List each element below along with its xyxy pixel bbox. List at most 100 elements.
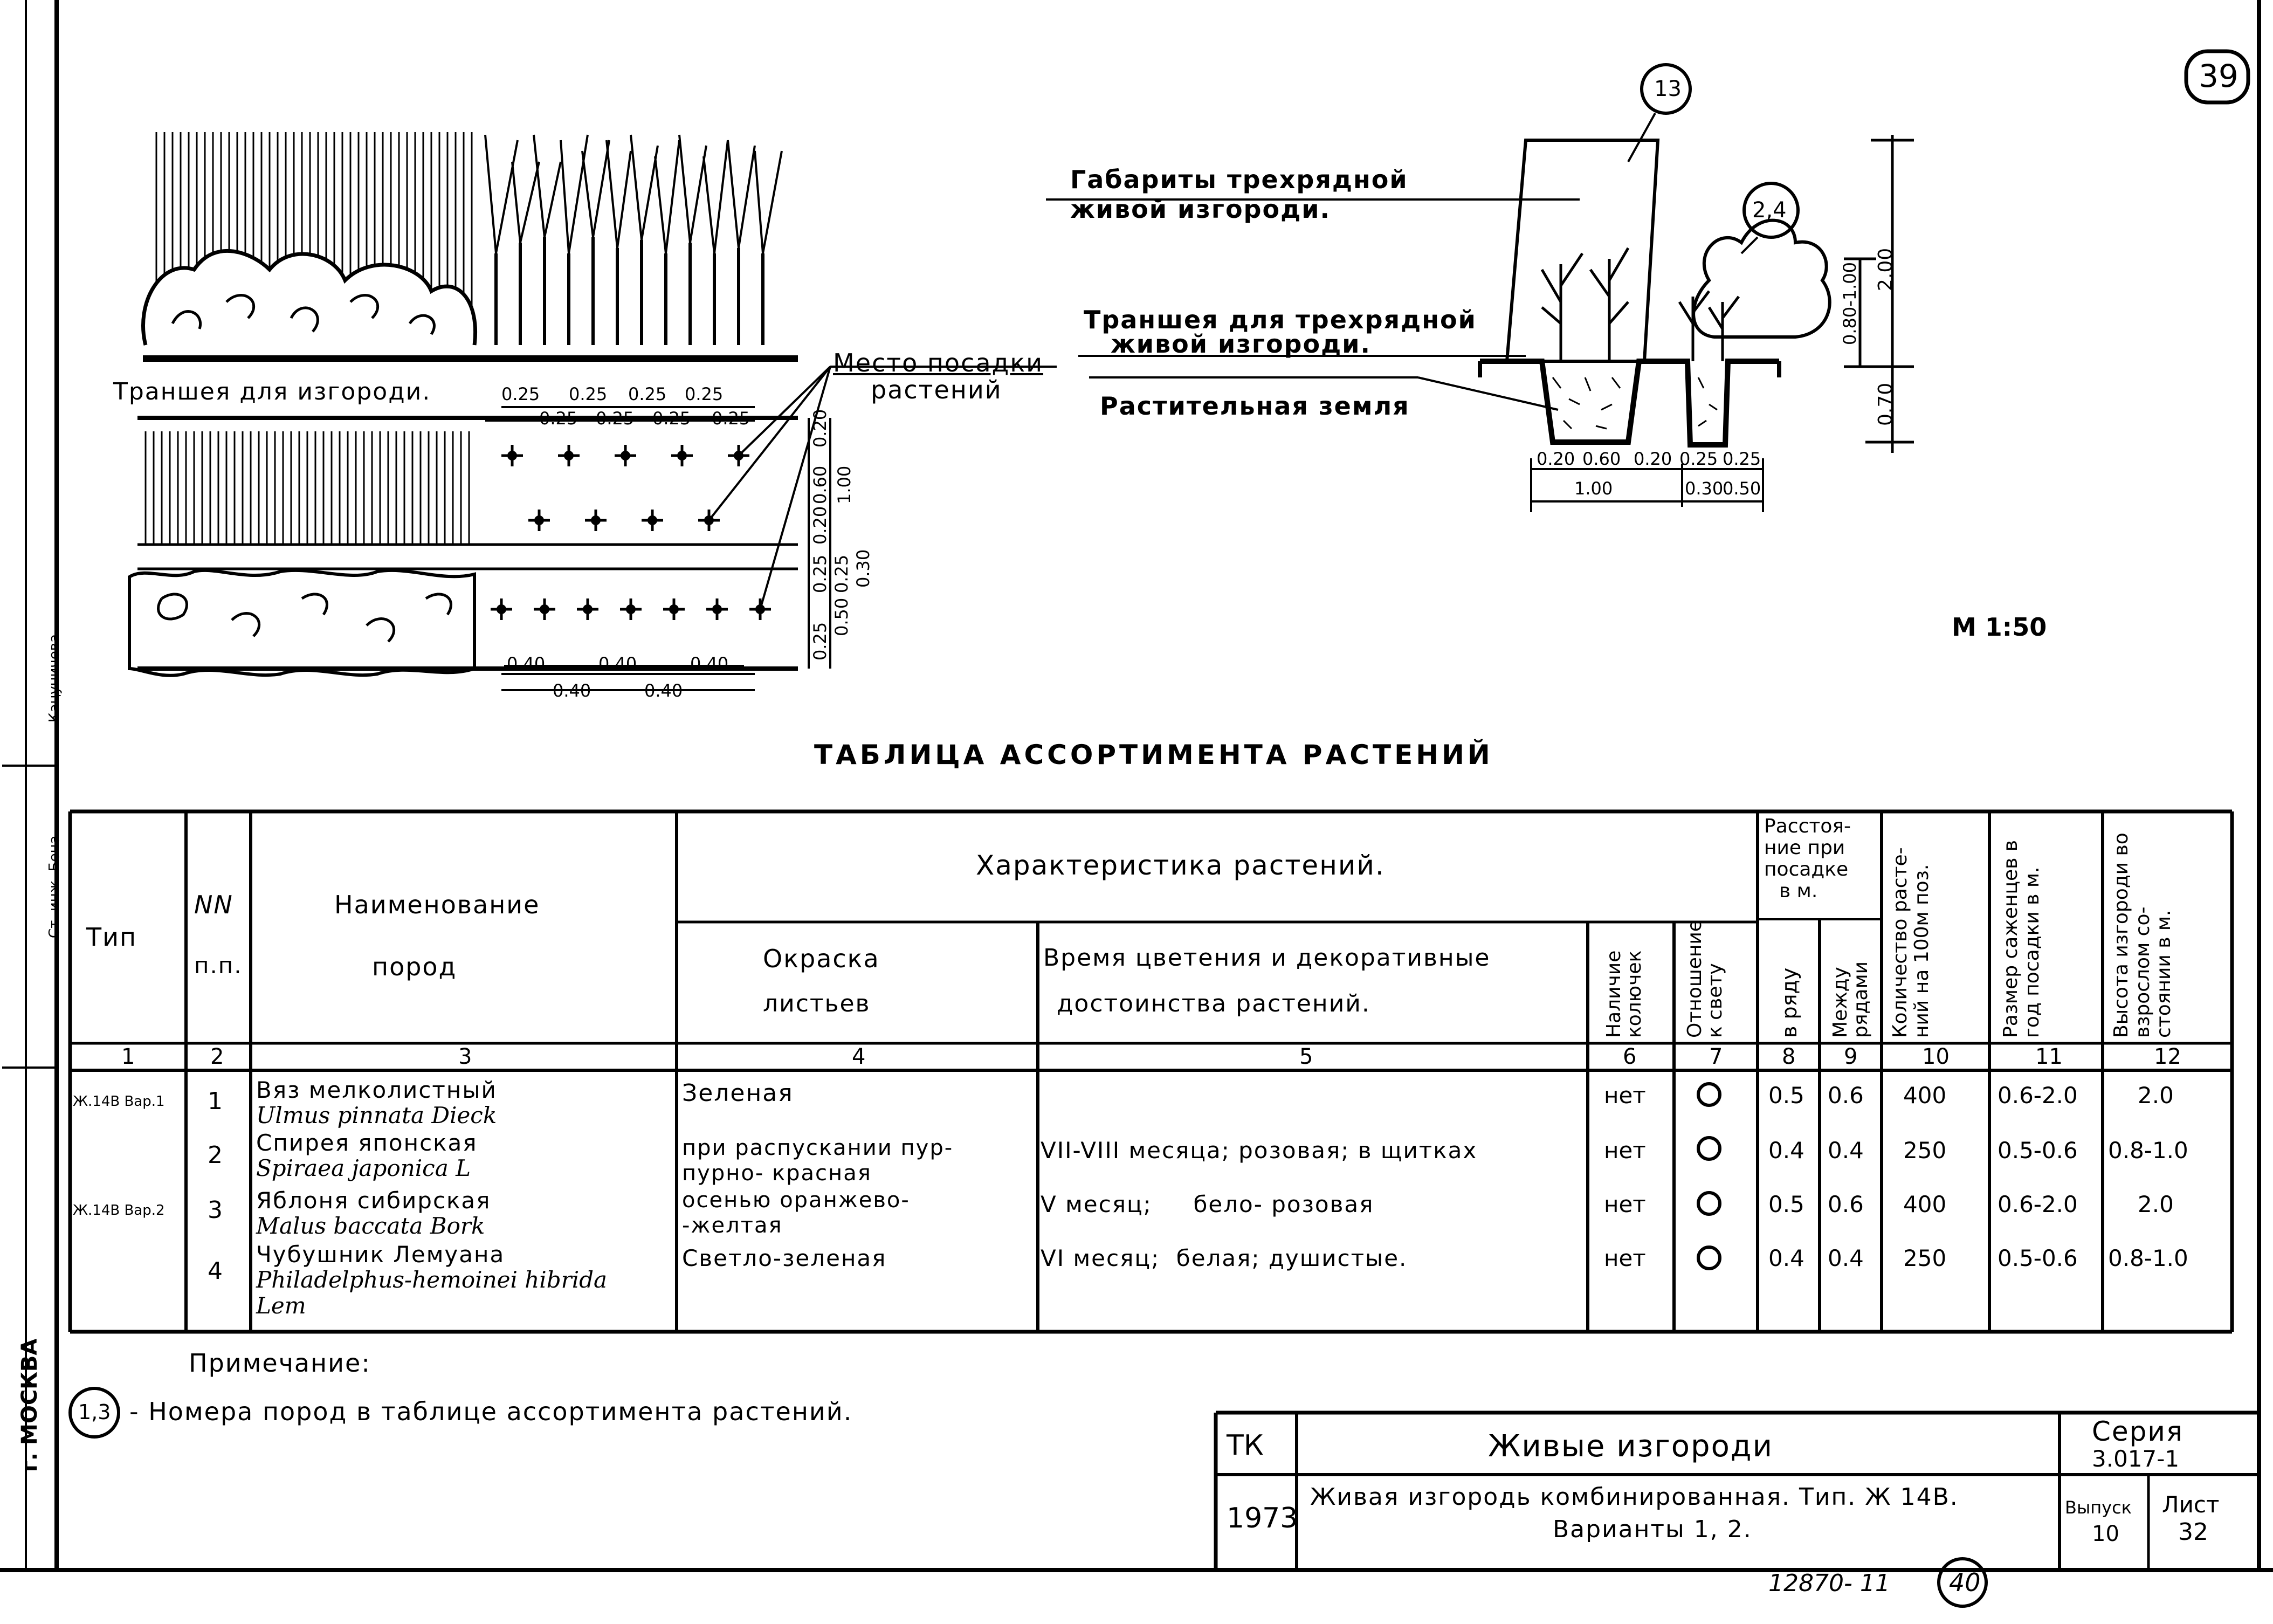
row-color: при распускании пур- bbox=[682, 1136, 954, 1160]
dim-label: 0.25 bbox=[810, 622, 830, 660]
row-color: Светло-зеленая bbox=[682, 1245, 887, 1271]
stamp-upper: Кацуничева bbox=[46, 634, 63, 722]
header-distance-4: в м. bbox=[1779, 880, 1818, 902]
row-size: 0.6-2.0 bbox=[1998, 1082, 2078, 1109]
table-title: ТАБЛИЦА АССОРТИМЕНТА РАСТЕНИЙ bbox=[814, 739, 1493, 770]
dim-label: 0.40 bbox=[553, 680, 591, 701]
row-color-2: пурно- красная bbox=[682, 1161, 872, 1186]
label-trench-three-1: Траншея для трехрядной bbox=[1084, 305, 1477, 334]
dim-label: 1.00 bbox=[834, 465, 855, 504]
row-count: 400 bbox=[1903, 1082, 1947, 1109]
header-distance-3: посадке bbox=[1764, 858, 1849, 880]
header-name-2: пород bbox=[372, 952, 457, 981]
column-number: 8 bbox=[1782, 1044, 1796, 1069]
label-planting-place-1: Место посадки bbox=[833, 348, 1044, 377]
label-trench-hedge: Траншея для изгороди. bbox=[113, 378, 431, 405]
header-size: Размер саженцев в год посадки в м. bbox=[2000, 839, 2043, 1038]
header-height: Высота изгороди во взрослом со- стоянии … bbox=[2110, 832, 2175, 1038]
tb-title: Живые изгороди bbox=[1488, 1429, 1773, 1464]
tb-series-value: 3.017-1 bbox=[2092, 1446, 2180, 1472]
dim-label: 0.25 bbox=[569, 384, 608, 404]
header-characteristics: Характеристика растений. bbox=[976, 850, 1385, 881]
row-name-lat-2: Lem bbox=[256, 1292, 306, 1319]
dim-label: 0.20 bbox=[810, 506, 830, 545]
dim-label: 0.25 bbox=[539, 408, 578, 429]
dim-label: 0.25 bbox=[501, 384, 540, 404]
header-distance-1: Расстоя- bbox=[1764, 815, 1851, 837]
row-name-ru: Яблоня сибирская bbox=[256, 1187, 491, 1214]
column-number: 4 bbox=[852, 1044, 866, 1069]
column-number: 11 bbox=[2035, 1044, 2063, 1069]
row-type: Ж.14В Вар.1 bbox=[73, 1093, 165, 1110]
header-bloom-2: достоинства растений. bbox=[1057, 990, 1370, 1017]
dim-label: 0.40 bbox=[507, 653, 546, 674]
tb-issue-value: 10 bbox=[2092, 1522, 2119, 1546]
row-in-row: 0.5 bbox=[1768, 1191, 1804, 1217]
row-between: 0.6 bbox=[1828, 1191, 1864, 1217]
callout-13: 13 bbox=[1654, 77, 1682, 101]
header-nn-sub: п.п. bbox=[194, 952, 243, 979]
tb-issue-label: Выпуск bbox=[2065, 1497, 2132, 1518]
row-between: 0.4 bbox=[1828, 1245, 1864, 1271]
column-number: 6 bbox=[1623, 1044, 1637, 1069]
row-thorns: нет bbox=[1604, 1191, 1646, 1217]
row-height: 0.8-1.0 bbox=[2108, 1137, 2188, 1164]
tb-year: 1973 bbox=[1227, 1502, 1298, 1534]
row-count: 250 bbox=[1903, 1245, 1947, 1271]
header-nn: NN bbox=[194, 890, 233, 919]
dim-label: 1.00 bbox=[1574, 478, 1613, 499]
row-size: 0.5-0.6 bbox=[1998, 1245, 2078, 1271]
header-bloom-1: Время цветения и декоративные bbox=[1043, 944, 1491, 972]
row-between: 0.6 bbox=[1828, 1082, 1864, 1109]
dim-label: 0.20 bbox=[1634, 449, 1672, 469]
dim-label: 0.70 bbox=[1875, 382, 1897, 426]
dim-label: 0.25 bbox=[596, 408, 635, 429]
row-in-row: 0.4 bbox=[1768, 1245, 1804, 1271]
dim-label: 0.25 bbox=[712, 408, 750, 429]
hedge-plan bbox=[128, 366, 1057, 691]
note-text: - Номера пород в таблице ассортимента ра… bbox=[129, 1397, 853, 1426]
row-height: 0.8-1.0 bbox=[2108, 1245, 2188, 1271]
hedge-elevation bbox=[141, 132, 798, 362]
header-color-1: Окраска bbox=[763, 944, 880, 973]
header-distance-2: ние при bbox=[1764, 837, 1845, 859]
title-block-grid bbox=[1214, 1410, 2259, 1570]
row-thorns: нет bbox=[1604, 1245, 1646, 1271]
row-name-lat: Ulmus pinnata Dieck bbox=[256, 1102, 497, 1128]
tb-tk: ТК bbox=[1227, 1429, 1264, 1462]
label-soil: Растительная земля bbox=[1100, 391, 1410, 421]
sheet-number-badge: 39 bbox=[2199, 58, 2238, 94]
row-name-lat: Spiraea japonica L bbox=[256, 1155, 471, 1181]
row-color: Зеленая bbox=[682, 1079, 794, 1107]
bottom-badge: 40 bbox=[1949, 1568, 1981, 1597]
header-type: Тип bbox=[86, 923, 137, 952]
dim-label: 0.25 bbox=[628, 384, 667, 404]
dim-label: 0.50 bbox=[831, 597, 852, 636]
hedge-section bbox=[1046, 63, 1914, 512]
row-thorns: нет bbox=[1604, 1082, 1646, 1109]
tb-sheet-value: 32 bbox=[2178, 1518, 2208, 1546]
row-bloom: VII-VIII месяца; розовая; в щитках bbox=[1041, 1137, 1478, 1164]
row-count: 400 bbox=[1903, 1191, 1947, 1217]
row-name-ru: Спирея японская bbox=[256, 1130, 478, 1156]
dim-label: 0.40 bbox=[690, 653, 729, 674]
row-num: 3 bbox=[208, 1196, 223, 1224]
header-name-1: Наименование bbox=[334, 890, 540, 919]
row-in-row: 0.4 bbox=[1768, 1137, 1804, 1164]
header-in-row: в ряду bbox=[1778, 967, 1801, 1038]
tb-description-2: Варианты 1, 2. bbox=[1553, 1516, 1752, 1543]
dim-label: 0.20 bbox=[1537, 449, 1575, 469]
table-grid bbox=[68, 809, 2234, 1334]
row-between: 0.4 bbox=[1828, 1137, 1864, 1164]
row-type: Ж.14В Вар.2 bbox=[73, 1202, 165, 1219]
dim-label: 0.25 bbox=[652, 408, 691, 429]
header-light: Отношение к свету bbox=[1684, 919, 1726, 1038]
row-num: 4 bbox=[208, 1257, 223, 1285]
row-name-lat: Philadelphus-hemoinei hibrida bbox=[256, 1267, 608, 1293]
row-bloom: V месяц; бело- розовая bbox=[1041, 1191, 1374, 1217]
dim-label: 0.25 bbox=[1679, 449, 1718, 469]
column-number: 5 bbox=[1299, 1044, 1313, 1069]
dim-label: 0.80-1.00 bbox=[1840, 262, 1860, 345]
label-trench-three-2: живой изгороди. bbox=[1111, 329, 1371, 359]
